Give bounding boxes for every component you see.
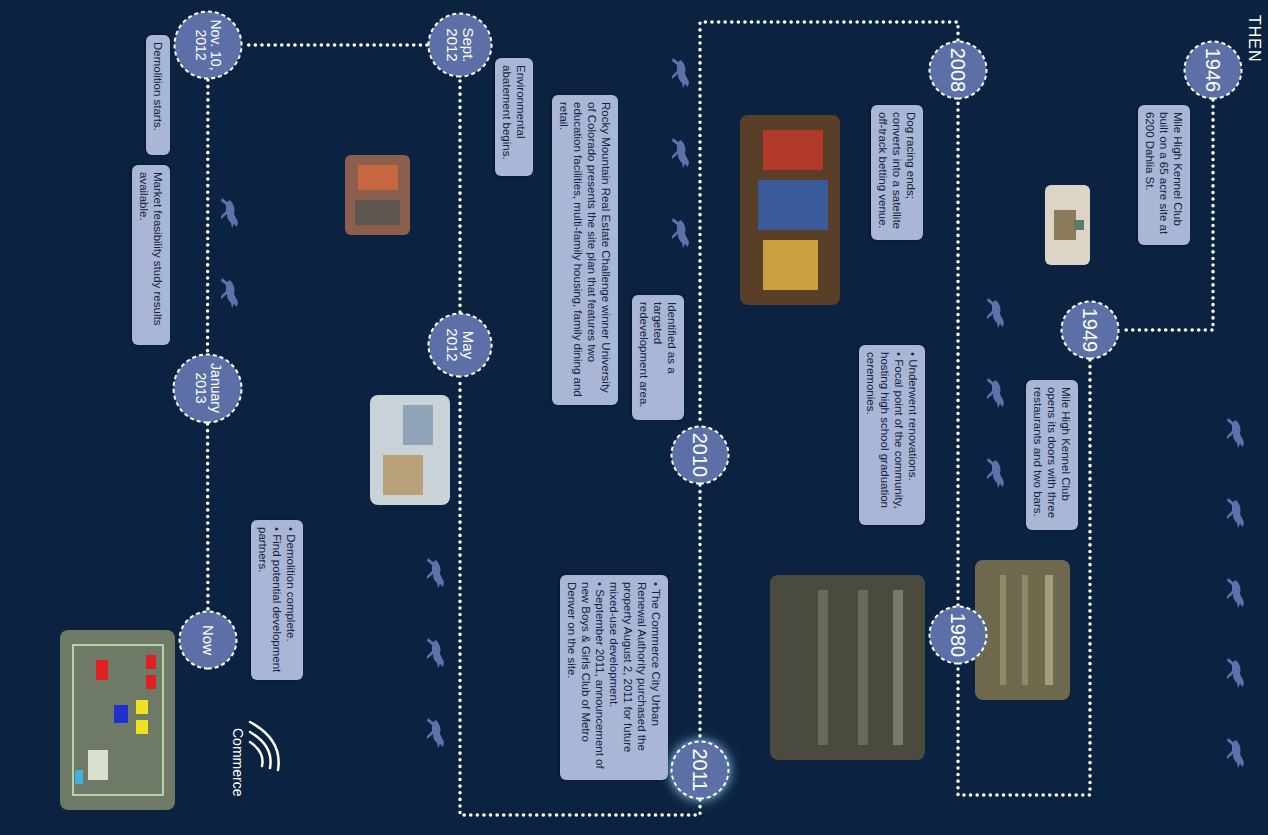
event-box: Market feasibility study results availab… (132, 165, 170, 345)
year-circle: 1949 (1060, 300, 1120, 360)
event-box: Mile High Kennel Club built on a 65 acre… (1138, 105, 1190, 245)
year-label: 1946 (1203, 48, 1224, 93)
event-text: Mile High Kennel Club opens its doors wi… (1031, 387, 1073, 523)
event-box: Demolition starts. (146, 35, 170, 155)
dotted-line (243, 43, 427, 47)
event-text: • Demolition complete. (284, 527, 298, 673)
year-circle: Now (178, 610, 238, 670)
timeline-connector (243, 45, 427, 46)
year-circle: 2011 (670, 740, 730, 800)
year-label: 2010 (690, 433, 711, 478)
year-label: January 2013 (193, 359, 222, 417)
year-circle: 1980 (928, 605, 988, 665)
photo-1980 (770, 575, 925, 760)
year-circle: 2010 (670, 425, 730, 485)
event-text: Dog racing ends; converts into a satelli… (876, 112, 918, 233)
city-logo (250, 722, 279, 770)
event-text: Mile High Kennel Club built on a 65 acre… (1143, 112, 1185, 238)
photo-2008 (740, 115, 840, 305)
event-box: Dog racing ends; converts into a satelli… (871, 105, 923, 240)
event-text: Rocky Mountain Real Estate Challenge win… (557, 102, 613, 398)
event-box: Identified as a targeted redevelopment a… (632, 295, 684, 420)
photo-sept-2012 (345, 155, 410, 235)
timeline-connector (207, 80, 208, 353)
event-text: Identified as a targeted redevelopment a… (637, 302, 679, 413)
dotted-line (206, 424, 210, 610)
event-box: • Underwent renovations.• Focal point of… (859, 345, 925, 525)
event-text: • September 2011, announcement of new Bo… (565, 582, 607, 773)
photo-1949 (975, 560, 1070, 700)
event-box: • The Commerce City Urban Renewal Author… (560, 575, 668, 780)
dotted-line (460, 378, 700, 815)
timeline-connector (958, 360, 1090, 795)
year-label: 2011 (690, 748, 711, 791)
photo-1946 (1045, 185, 1090, 265)
event-text: Environmental abatement begins. (500, 65, 528, 169)
timeline-heading: THEN (1245, 15, 1263, 63)
dotted-line (698, 485, 702, 740)
event-box: Environmental abatement begins. (495, 58, 533, 176)
event-text: Demolition starts. (151, 42, 165, 148)
year-circle: January 2013 (173, 353, 244, 424)
dotted-line (206, 80, 210, 353)
year-circle: Sept. 2012 (427, 12, 493, 78)
event-text: • Underwent renovations. (906, 352, 920, 518)
year-circle: 1946 (1183, 40, 1243, 100)
event-text: Market feasibility study results availab… (137, 172, 165, 338)
dotted-line (458, 78, 462, 312)
timeline-connector (460, 78, 461, 312)
year-label: Nov. 10, 2012 (193, 17, 222, 73)
year-label: Sept. 2012 (444, 20, 476, 70)
year-label: 1980 (948, 613, 969, 658)
event-box: Mile High Kennel Club opens its doors wi… (1026, 380, 1078, 530)
timeline-connector (700, 485, 701, 740)
year-label: May 2012 (444, 320, 476, 370)
dotted-line (956, 100, 960, 605)
event-text: • The Commerce City Urban Renewal Author… (607, 582, 663, 773)
event-text: • Find potential development partners. (256, 527, 284, 673)
year-label: 2008 (948, 48, 969, 93)
photo-may-2012 (370, 395, 450, 505)
year-circle: May 2012 (427, 312, 493, 378)
dotted-line (1120, 100, 1213, 330)
event-box: Rocky Mountain Real Estate Challenge win… (552, 95, 618, 405)
year-circle: 2008 (928, 40, 988, 100)
logo-wordmark: Commerce (230, 728, 246, 796)
dotted-line (958, 360, 1090, 795)
timeline-connector (1120, 100, 1213, 330)
timeline-connector (460, 378, 700, 815)
year-label: 1949 (1080, 308, 1101, 353)
event-text: • Focal point of the community, hosting … (864, 352, 906, 518)
year-circle: Nov. 10, 2012 (173, 10, 243, 80)
timeline-connector (207, 424, 208, 610)
timeline-connector (958, 100, 959, 605)
site-plan-map (60, 630, 175, 810)
year-label: Now (200, 625, 216, 655)
event-box: • Demolition complete.• Find potential d… (251, 520, 303, 680)
